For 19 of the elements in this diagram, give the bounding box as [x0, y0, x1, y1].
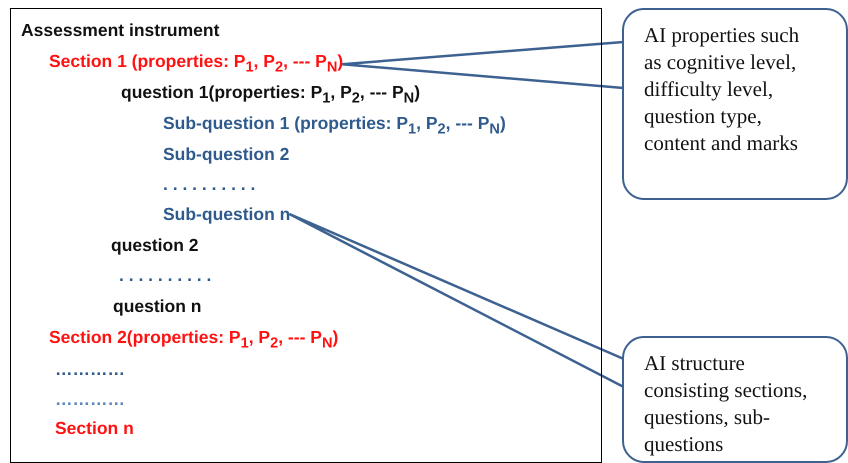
ellipsis-dots: . . . . . . . . . . — [163, 173, 256, 195]
callout-bubble — [622, 336, 848, 463]
item-text: Sub-question n — [163, 203, 290, 225]
ellipsis-dots: . . . . . . . . . . — [119, 264, 212, 286]
heading: Assessment instrument — [21, 19, 220, 41]
outline-box — [10, 8, 602, 463]
item-text: Sub-question 2 — [163, 143, 290, 165]
item-text: question 1(properties: P$_{1}$, P$_{2}$, --- P$_{N}$) — [121, 81, 420, 108]
item-text: question n — [113, 295, 202, 317]
item-text: Section 1 (properties: P$_{1}$, P$_{2}$, --- P$_{N}$) — [49, 50, 344, 78]
callout-text: AI properties such as cognitive level, difficulty level, question type, content and marks — [644, 22, 800, 157]
ellipsis-dots: ………… — [55, 388, 125, 410]
item-text: Sub-question 1 (properties: P$_{1}$, P$_{2}$, --- P$_{N}$) — [163, 112, 506, 140]
ellipsis-dots: ………… — [55, 358, 125, 380]
item-text: question 2 — [111, 234, 199, 256]
item-text: Section 2(properties: P$_{1}$, P$_{2}$, --- P$_{N}$) — [49, 326, 338, 354]
callout-bubble — [622, 8, 848, 200]
callout-text: AI structure consisting sections, questions, sub-questions — [644, 350, 808, 458]
item-text: Section n — [55, 417, 134, 439]
